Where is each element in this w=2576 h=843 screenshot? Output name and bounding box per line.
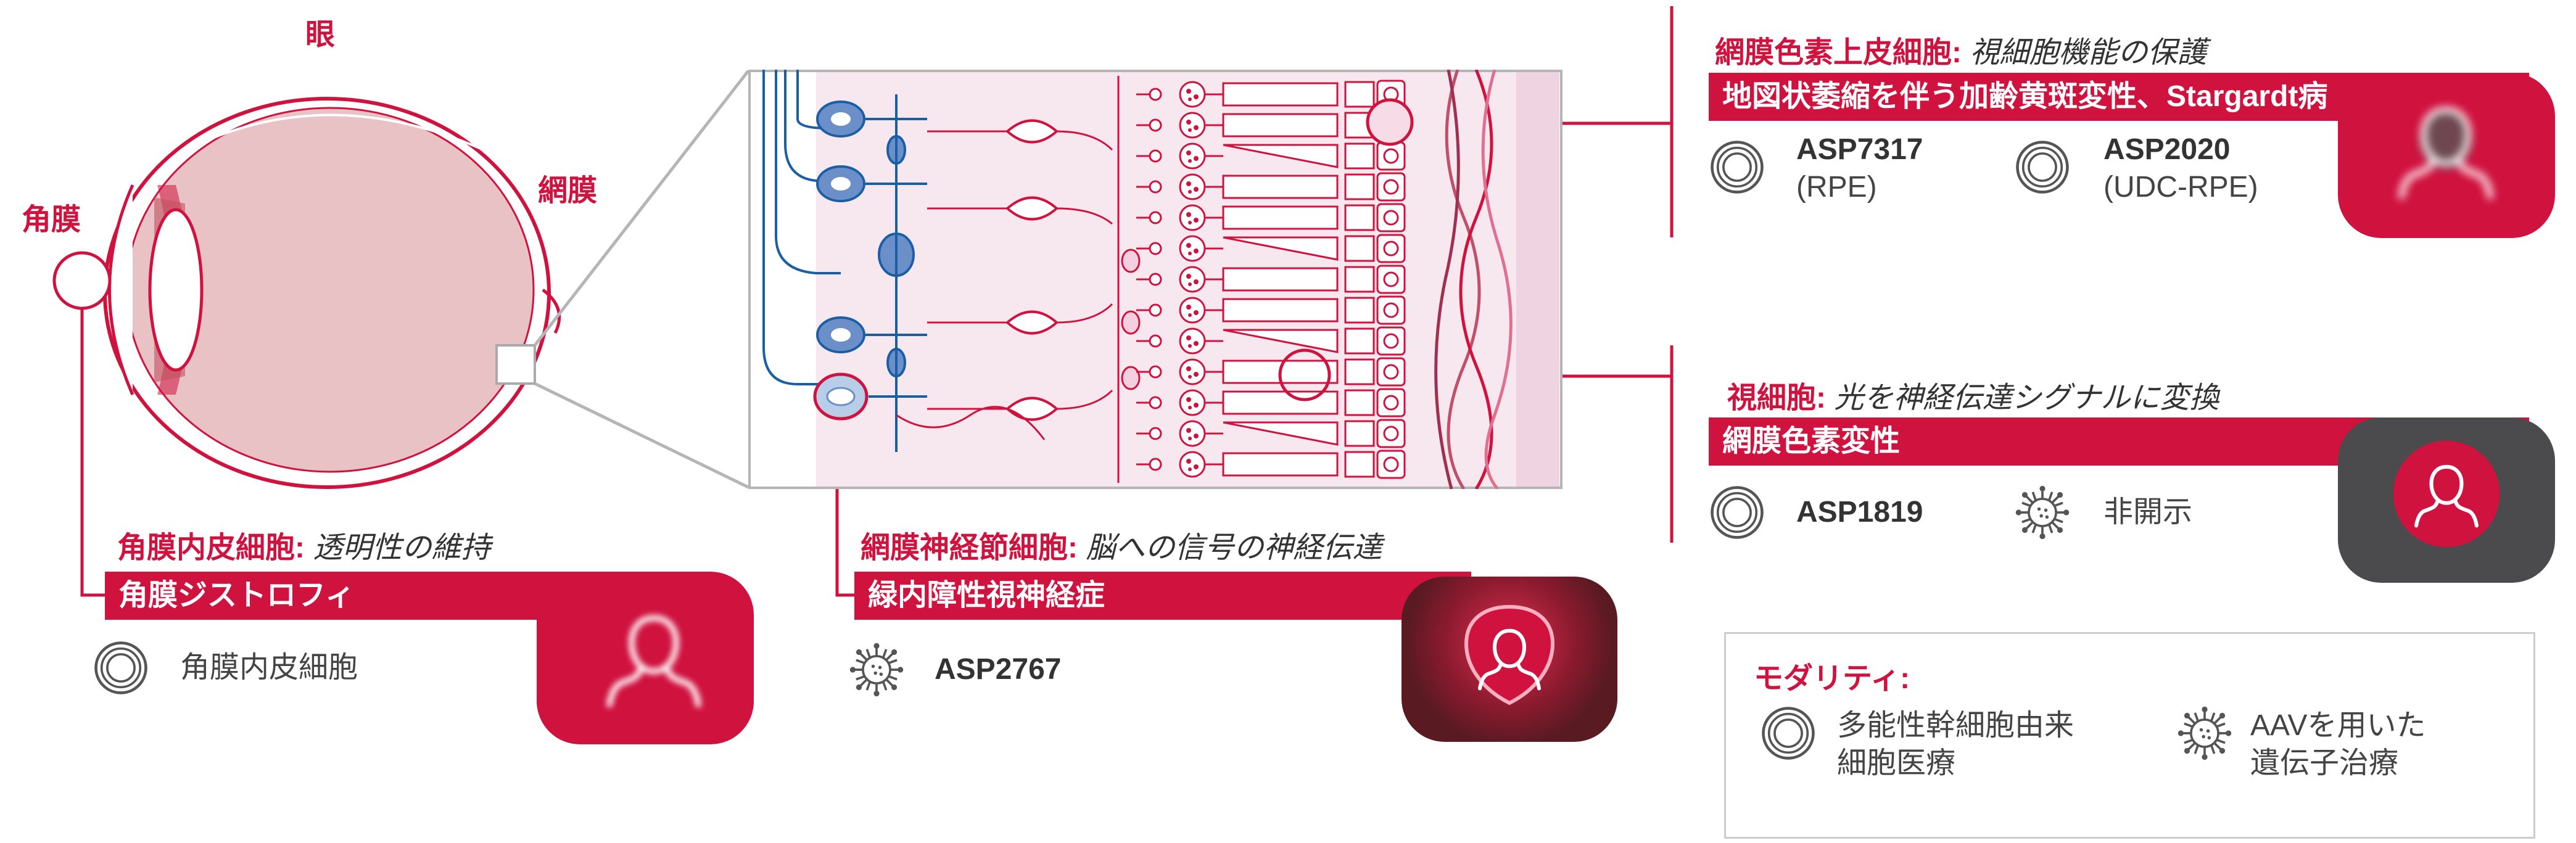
eye-label: 眼 — [305, 19, 335, 51]
photoreceptor-function: 光を神経伝達シグナルに変換 — [1834, 382, 2219, 414]
legend-item-0: 多能性幹細胞由来 細胞医療 — [1837, 707, 2074, 783]
photoreceptor-marker — [1278, 348, 1331, 401]
cornea-label: 角膜 — [22, 204, 81, 236]
legend-item-1: AAVを用いた 遺伝子治療 — [2250, 707, 2426, 783]
rgc-program-0-name: ASP2767 — [935, 653, 1062, 686]
virus-icon — [2176, 705, 2233, 762]
person-icon — [1464, 604, 1555, 705]
cornea-patient-card — [537, 572, 754, 744]
rpe-program-1-sub: (UDC-RPE) — [2103, 171, 2258, 204]
rpe-program-0: ASP7317 (RPE) — [1796, 131, 1923, 207]
virus-icon — [2014, 484, 2071, 541]
cornea-function: 透明性の維持 — [313, 532, 491, 564]
rpe-program-1-name: ASP2020 — [2103, 133, 2231, 166]
rpe-program-1: ASP2020 (UDC-RPE) — [2103, 131, 2258, 207]
person-icon — [2393, 440, 2500, 548]
eye-diagram: 眼 角膜 網膜 — [22, 19, 597, 489]
cornea-disease-bar: 角膜ジストロフィ — [105, 572, 611, 620]
rpe-function: 視細胞機能の保護 — [1970, 36, 2207, 69]
cornea-title: 角膜内皮細胞: 透明性の維持 — [117, 523, 490, 566]
cell-icon — [1760, 705, 1817, 762]
retina-section — [748, 70, 1563, 489]
rgc-program-0: ASP2767 — [935, 651, 1061, 688]
rpe-program-0-name: ASP7317 — [1796, 133, 1923, 166]
cell-icon — [2014, 139, 2071, 195]
modality-legend: モダリティ: 多能性幹細胞由来 細胞医療 AAVを用いた 遺伝子治療 — [1724, 632, 2535, 839]
rgc-patient-card — [1402, 577, 1617, 742]
person-icon — [2390, 85, 2501, 215]
rgc-title: 網膜神経節細胞: 脳への信号の神経伝達 — [861, 523, 1382, 566]
ganglion-cells — [813, 101, 869, 421]
cornea-cell-name: 角膜内皮細胞: — [117, 532, 305, 564]
photoreceptor-program-0-name: ASP1819 — [1796, 496, 1923, 528]
cell-icon — [93, 639, 149, 696]
rpe-program-0-sub: (RPE) — [1796, 171, 1877, 204]
rpe-cell-name: 網膜色素上皮細胞: — [1715, 36, 1962, 69]
photoreceptor-title: 視細胞: 光を神経伝達シグナルに変換 — [1727, 373, 2219, 416]
photoreceptor-patient-card — [2338, 417, 2555, 583]
person-icon — [598, 596, 709, 720]
virus-icon — [848, 641, 905, 698]
photoreceptor-program-0: ASP1819 — [1796, 493, 1923, 531]
rpe-patient-card — [2338, 73, 2555, 238]
cornea-program-0: 角膜内皮細胞 — [180, 651, 358, 684]
photoreceptor-program-1: 非開示 — [2103, 496, 2193, 528]
cell-icon — [1709, 139, 1765, 195]
legend-item-1-line1: AAVを用いた — [2250, 709, 2426, 742]
legend-title: モダリティ: — [1754, 662, 1910, 695]
rpe-marker — [1366, 98, 1414, 146]
cell-icon — [1709, 484, 1765, 541]
photoreceptor-cell-name: 視細胞: — [1727, 382, 1826, 414]
legend-item-0-line2: 細胞医療 — [1837, 747, 1956, 780]
legend-item-1-line2: 遺伝子治療 — [2250, 747, 2399, 780]
rgc-cell-name: 網膜神経節細胞: — [861, 532, 1078, 564]
photoreceptor-rows — [1136, 80, 1406, 479]
legend-item-0-line1: 多能性幹細胞由来 — [1837, 709, 2074, 742]
rgc-function: 脳への信号の神経伝達 — [1086, 532, 1382, 564]
zoom-box — [495, 344, 536, 385]
retina-label: 網膜 — [538, 175, 597, 207]
rgc-disease-bar: 緑内障性視神経症 — [854, 572, 1471, 620]
rpe-title: 網膜色素上皮細胞: 視細胞機能の保護 — [1715, 28, 2207, 71]
